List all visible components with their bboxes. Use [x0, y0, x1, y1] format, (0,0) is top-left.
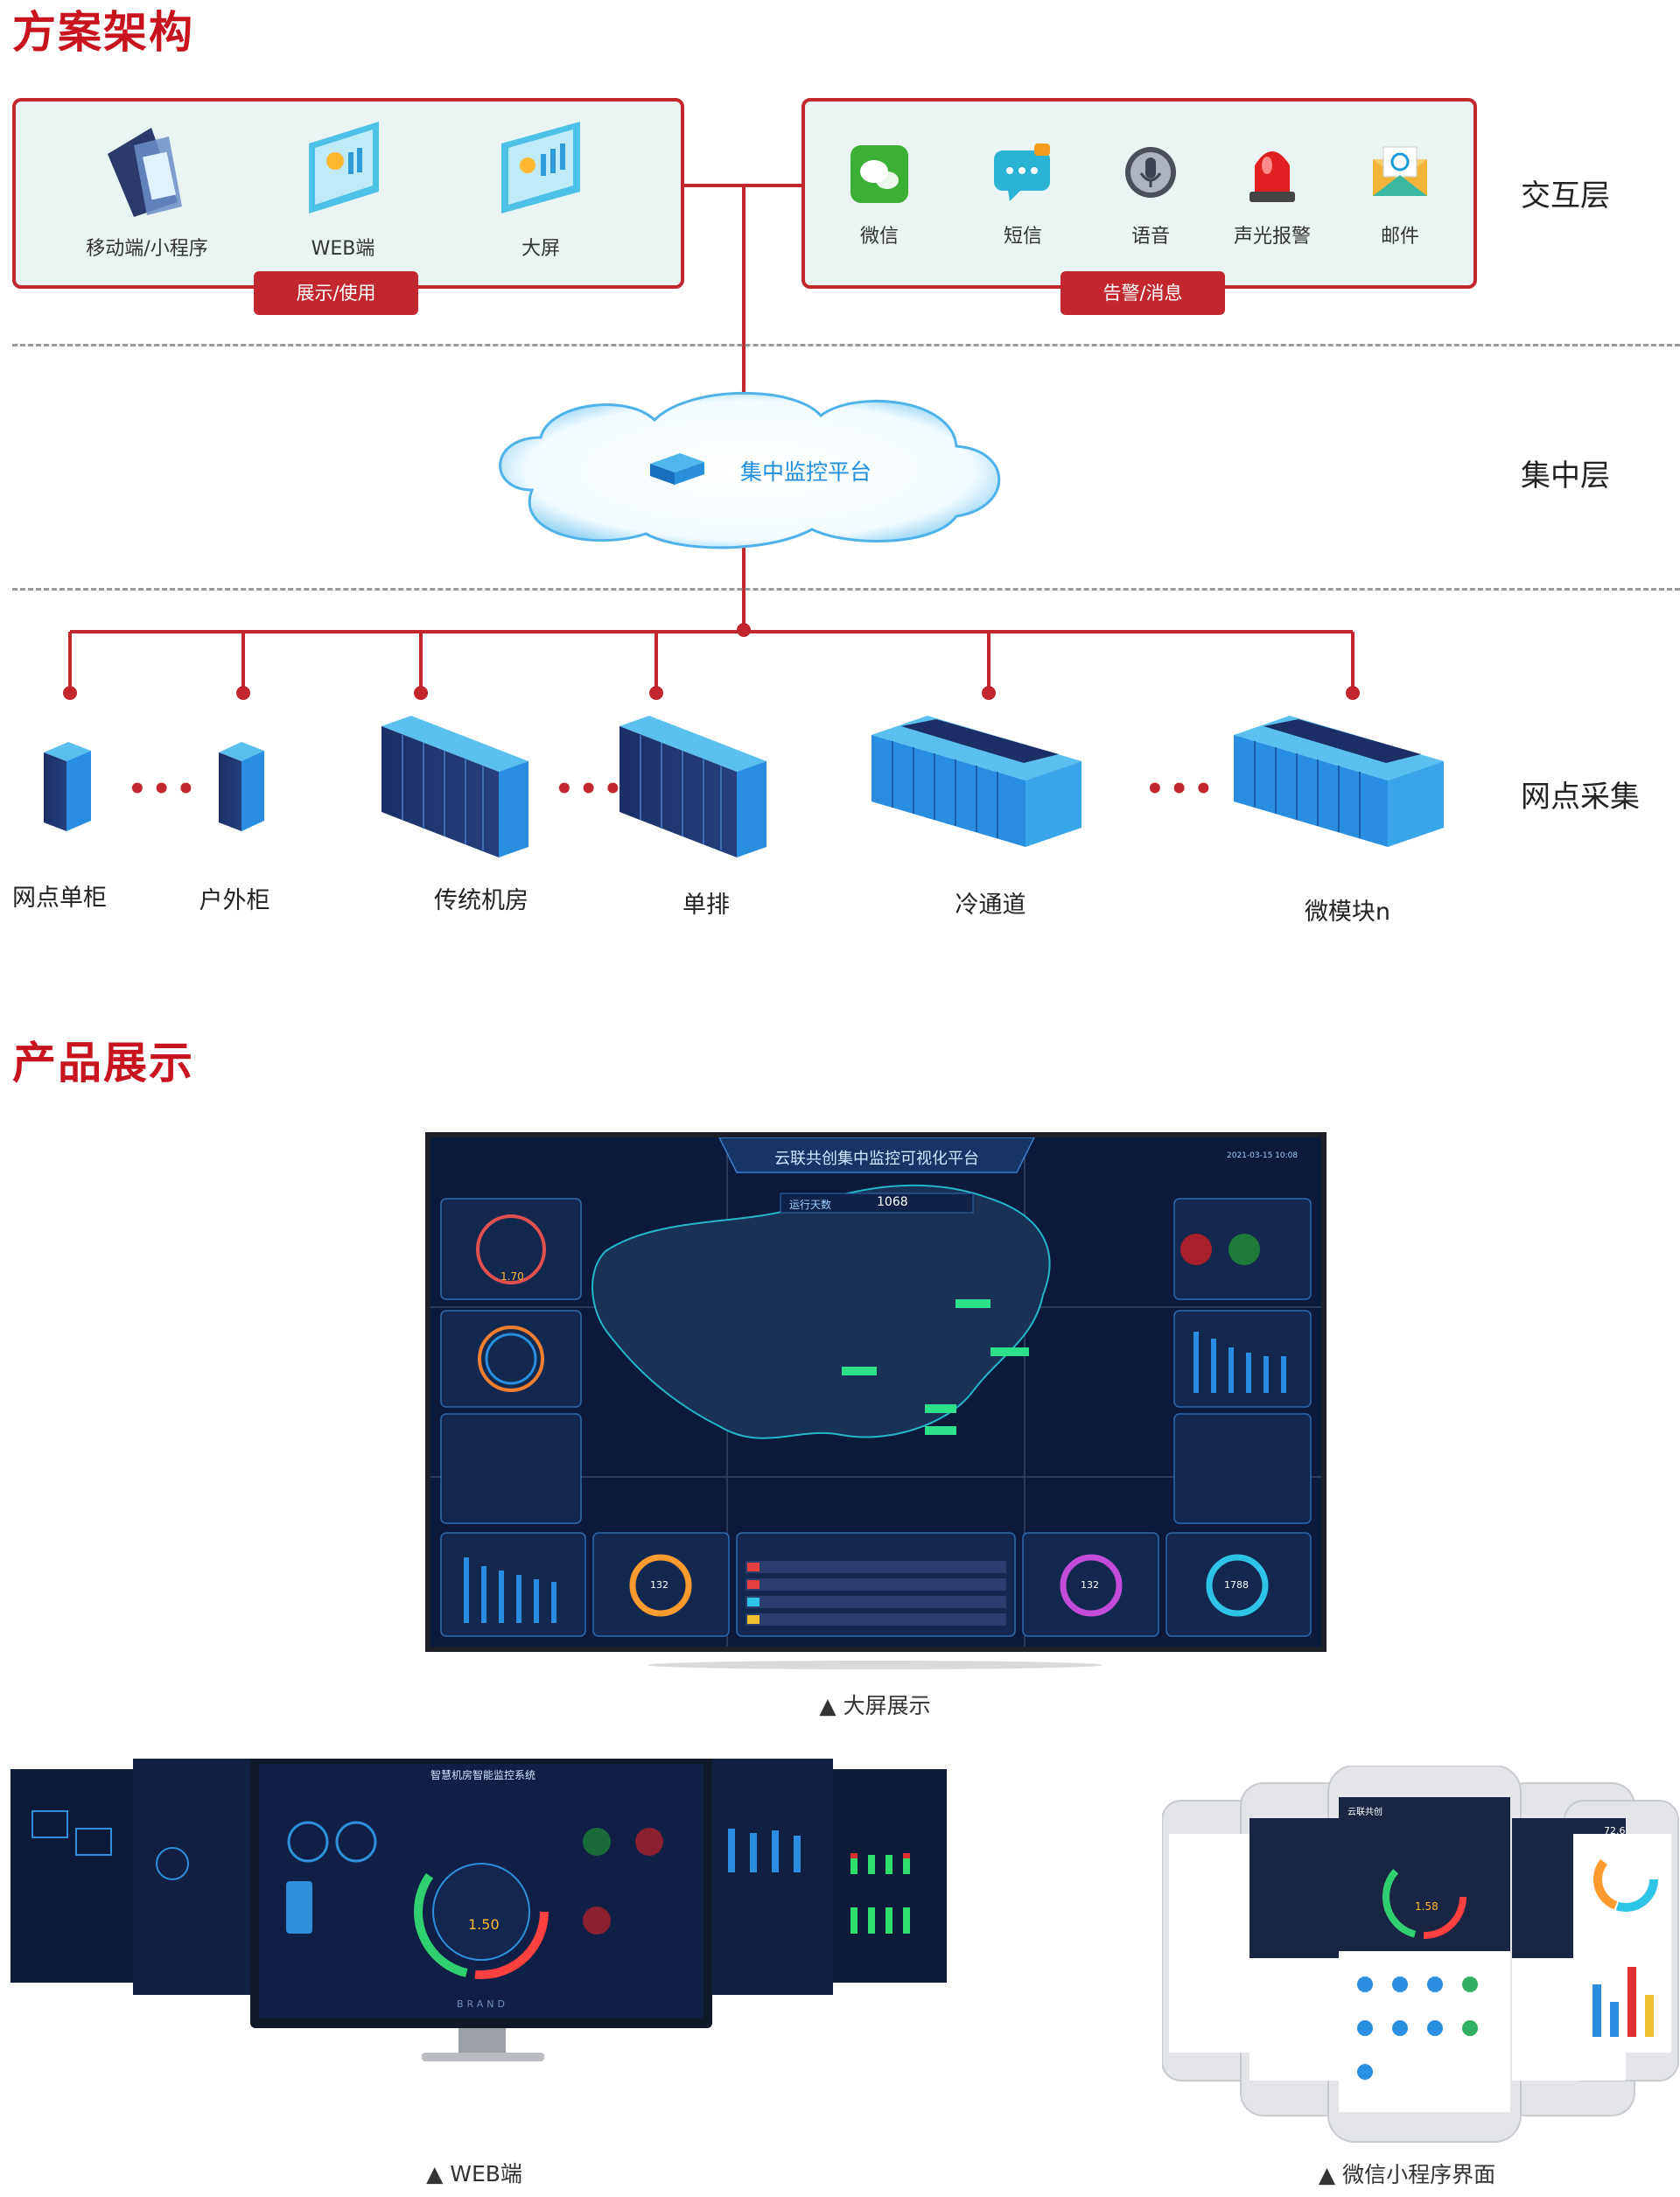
web-screen-pue: 1.50	[468, 1916, 500, 1933]
miniapp-phones: 云联共创 1.58 72.6	[1161, 1765, 1680, 2151]
web-screen-brand: BRAND	[457, 1998, 508, 2010]
miniapp-caption: ▲ 微信小程序界面	[1318, 2162, 1496, 2187]
display-usage-tag: 展示/使用	[254, 271, 418, 315]
platform-label: 集中监控平台	[740, 459, 872, 485]
cloud-shape	[499, 391, 1001, 549]
ellipsis-2: •••	[555, 772, 628, 807]
web-caption: ▲ WEB端	[426, 2161, 522, 2187]
voice-label: 语音	[1130, 226, 1170, 248]
alarm-light-label: 声光报警	[1233, 226, 1311, 248]
layer-label-central: 集中层	[1521, 458, 1610, 493]
bigscreen-shadow	[648, 1661, 1102, 1669]
bigscreen-pue-value: 1.70	[500, 1270, 524, 1283]
wechat-icon	[850, 145, 908, 203]
voice-icon	[1124, 145, 1178, 199]
web-monitor-icon	[296, 117, 392, 222]
node-label-cold-aisle: 冷通道	[955, 892, 1026, 919]
architecture-title: 方案架构	[12, 7, 194, 58]
bigscreen-icon	[493, 117, 589, 222]
product-title: 产品展示	[12, 1038, 194, 1088]
display-usage-panel: 移动端/小程序 WEB端 大屏	[12, 98, 684, 289]
outdoor-cabinet-icon	[219, 742, 264, 831]
node-label-outdoor-cabinet: 户外柜	[199, 887, 270, 914]
web-screens-group: 智慧机房智能监控系统 1.50 BRAND	[10, 1755, 947, 2074]
bigscreen-caption: ▲ 大屏展示	[819, 1693, 931, 1718]
node-label-micro-module: 微模块n	[1304, 899, 1391, 926]
server-box-icon	[645, 450, 708, 488]
web-label: WEB端	[311, 238, 375, 260]
mobile-icon	[99, 119, 195, 220]
bigscreen-title: 云联共创集中监控可视化平台	[774, 1150, 979, 1168]
divider-2	[12, 588, 1680, 591]
bigscreen-datetime: 2021-03-15 10:08	[1227, 1151, 1298, 1160]
bigscreen-days-label: 运行天数	[789, 1199, 832, 1211]
traditional-room-icon	[382, 716, 528, 857]
mobile-label: 移动端/小程序	[86, 238, 208, 260]
bigscreen-label: 大屏	[521, 238, 560, 260]
alert-message-panel: 微信 短信 语音 声光报警 邮件	[802, 98, 1477, 289]
single-cabinet-icon	[44, 742, 91, 831]
layer-label-collection: 网点采集	[1521, 780, 1640, 815]
bigscreen-ring1-value: 132	[650, 1579, 668, 1591]
phone-pue-value: 1.58	[1415, 1900, 1438, 1913]
cold-aisle-icon	[872, 716, 1082, 847]
ellipsis-3: •••	[1145, 772, 1219, 807]
bigscreen-display: 云联共创集中监控可视化平台 运行天数 1068 2021-03-15 10:08…	[430, 1137, 1321, 1647]
mail-label: 邮件	[1380, 226, 1419, 248]
sms-label: 短信	[1003, 226, 1042, 248]
wechat-label: 微信	[859, 226, 899, 248]
bigscreen-ring3-value: 1788	[1224, 1579, 1249, 1591]
node-label-single-cabinet: 网点单柜	[12, 885, 107, 912]
ellipsis-1: •••	[128, 772, 201, 807]
bigscreen-days-value: 1068	[877, 1195, 908, 1209]
micro-module-icon	[1234, 716, 1444, 847]
phone-app-title: 云联共创	[1348, 1808, 1382, 1817]
phone-value2: 72.6	[1604, 1825, 1626, 1837]
sms-icon	[990, 143, 1054, 201]
alarm-light-icon	[1248, 141, 1297, 204]
alert-message-tag: 告警/消息	[1060, 271, 1225, 315]
layer-label-interaction: 交互层	[1521, 178, 1610, 213]
bigscreen-ring2-value: 132	[1081, 1579, 1099, 1591]
mail-icon	[1371, 145, 1429, 198]
node-label-traditional-room: 传统机房	[434, 887, 528, 914]
bigscreen-frame: 云联共创集中监控可视化平台 运行天数 1068 2021-03-15 10:08…	[425, 1132, 1326, 1652]
web-screen-title: 智慧机房智能监控系统	[430, 1769, 536, 1781]
architecture-connectors	[63, 184, 1360, 700]
collection-equipment	[44, 716, 1444, 857]
single-row-icon	[620, 716, 766, 857]
divider-1	[12, 344, 1680, 346]
node-label-single-row: 单排	[682, 892, 730, 919]
